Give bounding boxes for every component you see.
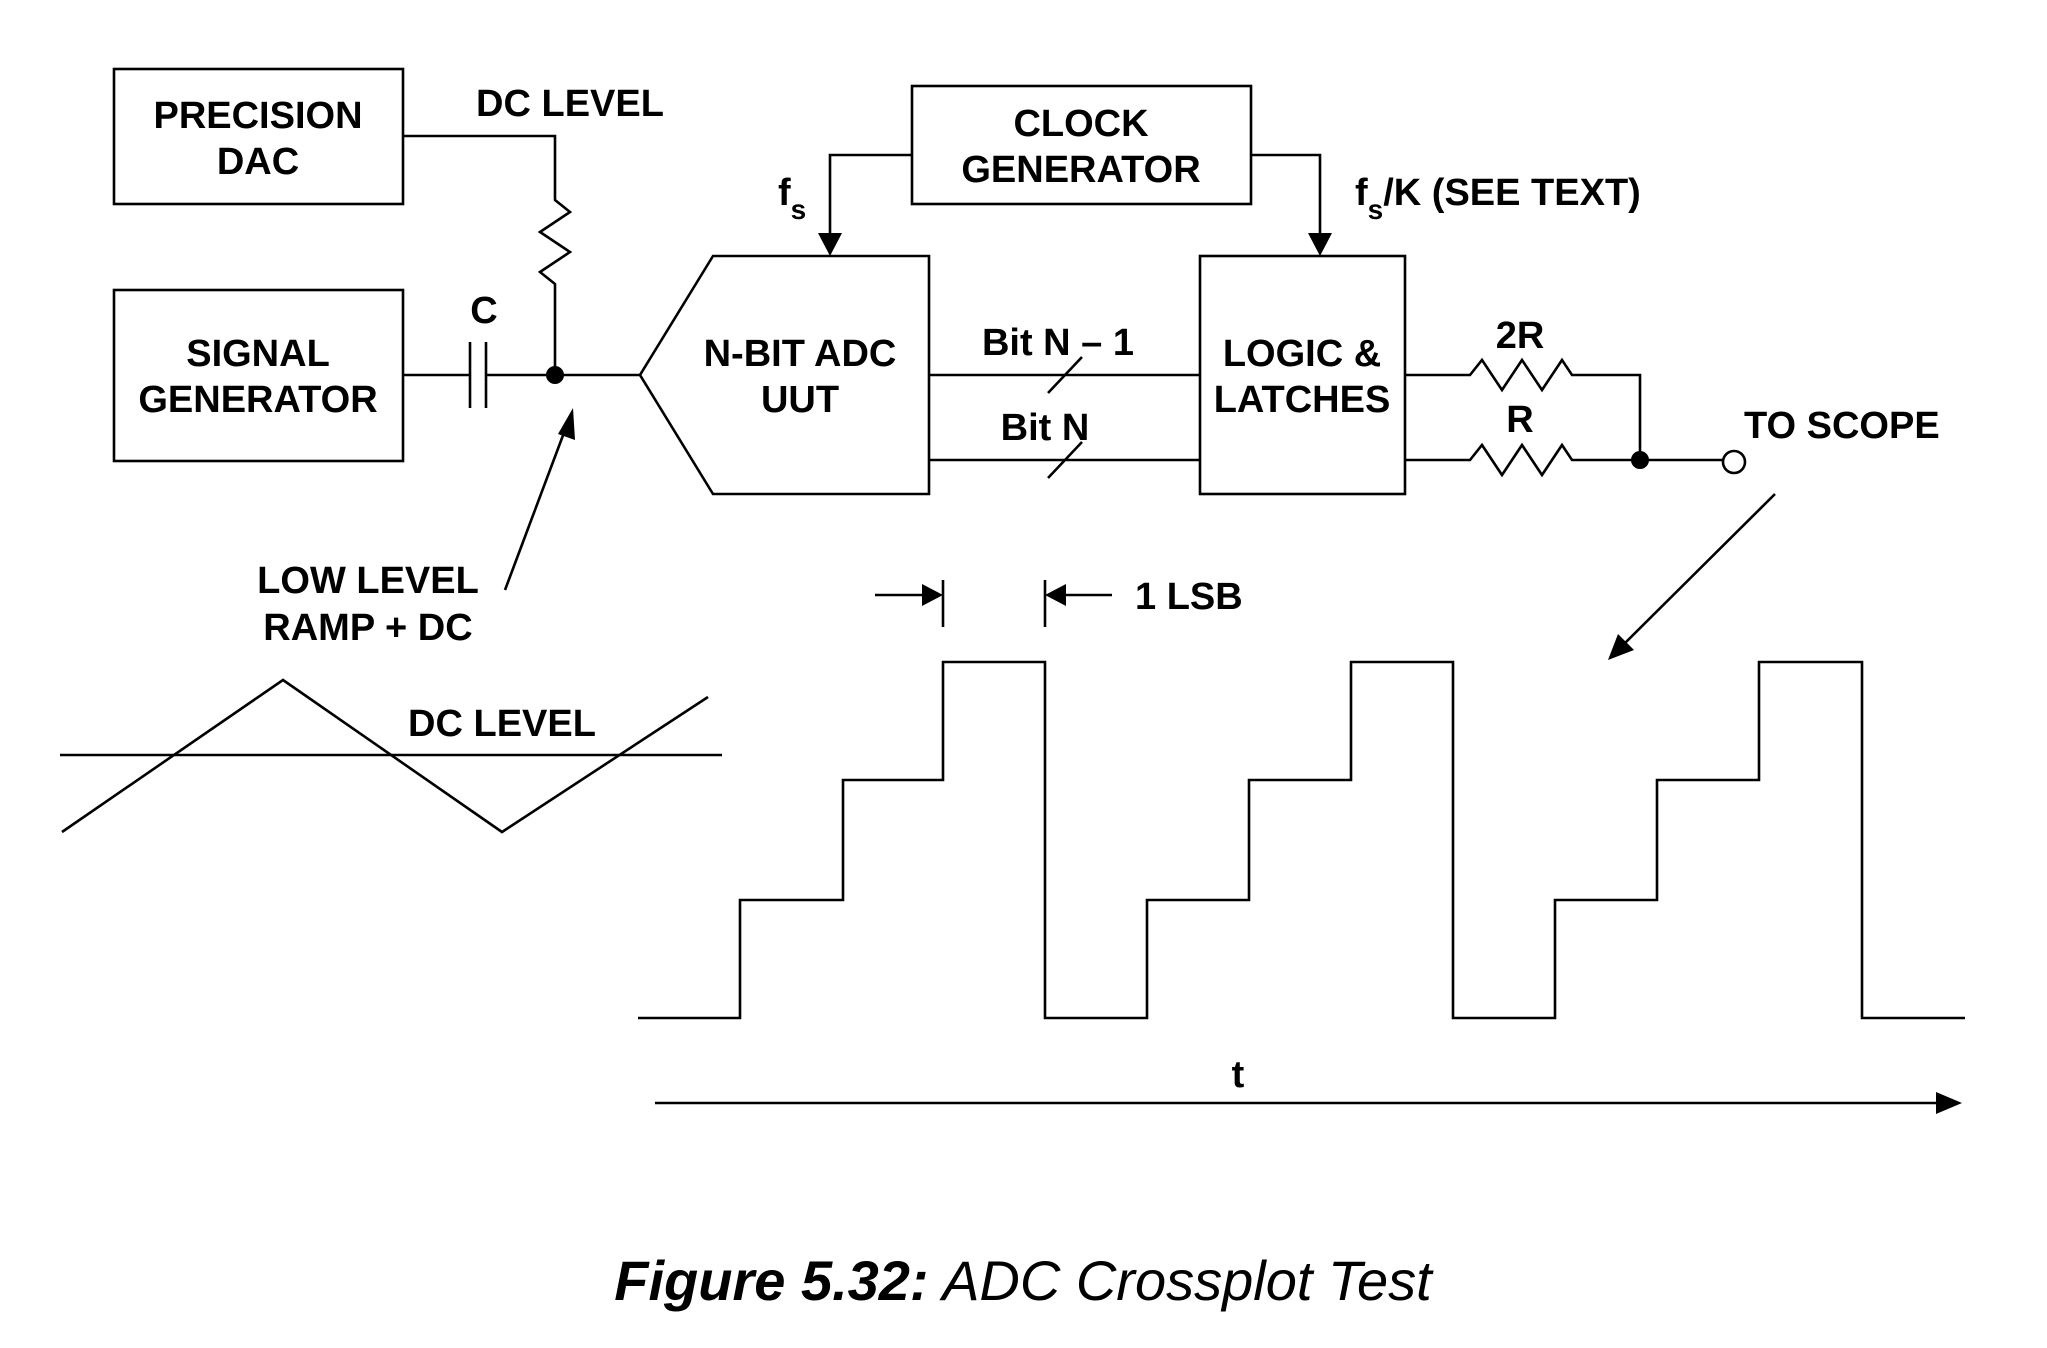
clock-generator-label-2: GENERATOR bbox=[961, 149, 1200, 191]
ramp-pointer-arrow bbox=[503, 408, 575, 591]
lsb-marker bbox=[875, 580, 1112, 627]
signal-generator-block: SIGNAL GENERATOR bbox=[112, 288, 405, 463]
figure-caption: Figure 5.32: ADC Crossplot Test bbox=[614, 1249, 1434, 1312]
signal-generator-label-1: SIGNAL bbox=[186, 333, 330, 375]
resistor-r bbox=[1405, 442, 1724, 478]
dc-level-wire bbox=[403, 134, 573, 375]
precision-dac-label-2: DAC bbox=[217, 141, 299, 183]
dc-level-top-label: DC LEVEL bbox=[476, 83, 664, 125]
clock-generator-block: CLOCK GENERATOR bbox=[910, 84, 1253, 206]
adc-uut-block: N-BIT ADC UUT bbox=[638, 254, 931, 496]
resistor-2r bbox=[1405, 357, 1642, 460]
signal-generator-label-2: GENERATOR bbox=[138, 379, 377, 421]
scope-pointer-arrow bbox=[1608, 493, 1776, 660]
logic-latches-label-1: LOGIC & bbox=[1223, 333, 1381, 375]
logic-latches-block: LOGIC & LATCHES bbox=[1198, 254, 1407, 496]
bit-n-label: Bit N bbox=[1001, 407, 1090, 449]
precision-dac-label-1: PRECISION bbox=[153, 95, 362, 137]
clock-generator-label-1: CLOCK bbox=[1013, 103, 1149, 145]
junction-dot-output bbox=[1631, 451, 1649, 469]
capacitor-label: C bbox=[470, 290, 497, 332]
adc-uut-label-1: N-BIT ADC bbox=[704, 333, 897, 375]
ramp-waveform bbox=[60, 678, 722, 834]
bit-n-minus-1-bus bbox=[929, 356, 1200, 394]
logic-latches-label-2: LATCHES bbox=[1214, 379, 1391, 421]
fs-label: fs bbox=[778, 172, 806, 225]
resistor-r-label: R bbox=[1506, 399, 1533, 441]
signal-wire bbox=[403, 342, 640, 408]
lsb-label: 1 LSB bbox=[1135, 576, 1243, 618]
fsk-label: fs/K (SEE TEXT) bbox=[1355, 172, 1641, 225]
bit-n-bus bbox=[929, 441, 1200, 479]
precision-dac-block: PRECISION DAC bbox=[112, 67, 405, 206]
junction-dot-input bbox=[546, 366, 564, 384]
ramp-label-2: RAMP + DC bbox=[263, 607, 472, 649]
scope-terminal bbox=[1721, 449, 1747, 475]
time-axis-label: t bbox=[1232, 1054, 1245, 1096]
clock-fs-wire bbox=[818, 153, 912, 256]
ramp-label-1: LOW LEVEL bbox=[257, 560, 479, 602]
dc-level-ramp-label: DC LEVEL bbox=[408, 703, 596, 745]
triangle-ramp bbox=[61, 678, 709, 834]
adc-uut-label-2: UUT bbox=[761, 379, 839, 421]
to-scope-label: TO SCOPE bbox=[1744, 405, 1940, 447]
staircase-waveform bbox=[638, 660, 1965, 1020]
resistor-2r-label: 2R bbox=[1496, 315, 1545, 357]
time-axis bbox=[655, 1092, 1962, 1114]
clock-fsk-wire bbox=[1251, 153, 1332, 256]
bit-n-minus-1-label: Bit N – 1 bbox=[982, 322, 1134, 364]
